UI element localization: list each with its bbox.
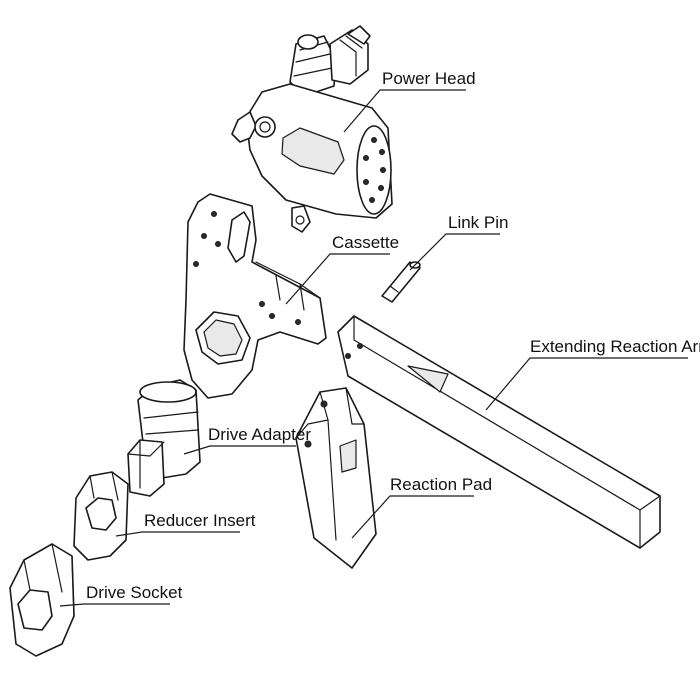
- label-drive-socket: Drive Socket: [86, 583, 183, 602]
- label-reducer-insert: Reducer Insert: [144, 511, 256, 530]
- leader-drive-socket: [59, 603, 170, 607]
- leader-reducer-insert: [115, 531, 240, 537]
- cassette-drawing: [183, 193, 327, 399]
- label-drive-adapter: Drive Adapter: [208, 425, 311, 444]
- reducer-insert-drawing: [73, 471, 129, 561]
- label-extending-reaction-arm: Extending Reaction Arm: [530, 337, 700, 356]
- leader-power-head: [343, 89, 466, 133]
- leader-drive-adapter: [183, 445, 296, 455]
- label-reaction-pad: Reaction Pad: [390, 475, 492, 494]
- callout-labels: Power Head Link Pin Cassette Extending R…: [86, 69, 700, 602]
- reaction-pad-drawing: [295, 387, 377, 569]
- drive-adapter-drawing: [127, 379, 201, 497]
- power-head-drawing: [231, 25, 393, 233]
- leader-link-pin: [409, 233, 500, 271]
- label-cassette: Cassette: [332, 233, 399, 252]
- leader-lines: [59, 89, 688, 607]
- leader-extending-reaction-arm: [485, 357, 688, 411]
- extending-reaction-arm-drawing: [337, 315, 661, 549]
- leader-cassette: [285, 253, 390, 305]
- label-link-pin: Link Pin: [448, 213, 508, 232]
- leader-reaction-pad: [351, 495, 474, 539]
- label-power-head: Power Head: [382, 69, 476, 88]
- drive-socket-drawing: [9, 543, 75, 657]
- link-pin-drawing: [381, 261, 421, 303]
